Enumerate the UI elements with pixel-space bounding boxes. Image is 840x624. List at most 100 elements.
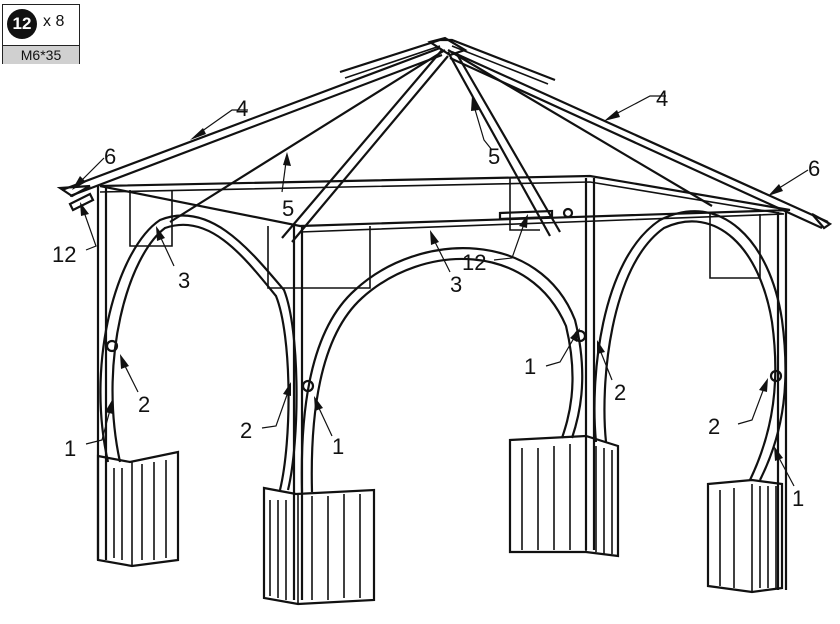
frame-line (545, 337, 575, 367)
part-quantity: x 8 (43, 13, 65, 30)
callout-2-midleft: 2 (240, 382, 291, 443)
callout-2-left: 2 (120, 354, 150, 417)
frame-line (283, 382, 291, 396)
frame-line (344, 45, 549, 85)
callout-1-left: 1 (64, 400, 113, 461)
frame-line (105, 460, 167, 560)
frame-line (599, 349, 613, 381)
frame-line (597, 340, 605, 354)
frame-line (99, 214, 298, 491)
frame-line (123, 363, 139, 393)
gazebo-posts (96, 178, 788, 600)
frame-line (447, 51, 551, 237)
frame-line (72, 176, 86, 190)
frame-line (776, 212, 788, 590)
callout-label: 4 (236, 96, 248, 121)
frame-line (719, 486, 777, 588)
frame-line (430, 230, 439, 245)
frame-line (768, 184, 783, 196)
roof-frame (56, 36, 833, 243)
callout-3-left: 3 (156, 226, 190, 293)
callout-2-midright: 2 (597, 340, 626, 405)
callout-label: 2 (708, 414, 720, 439)
part-spec: M6*35 (3, 45, 79, 64)
frame-line (449, 56, 823, 230)
callout-label: 1 (792, 486, 804, 511)
frame-line (611, 95, 666, 117)
frame-line (473, 105, 493, 151)
callout-4-right: 4 (604, 86, 668, 121)
frame-line (339, 38, 556, 82)
frame-line (509, 178, 540, 231)
callout-label: 5 (488, 144, 500, 169)
callout-label: 3 (178, 268, 190, 293)
frame-line (85, 409, 111, 445)
callout-label: 4 (656, 86, 668, 111)
connector-ring (769, 369, 783, 383)
callout-label: 2 (240, 418, 252, 443)
frame-line (261, 391, 289, 429)
frame-line (447, 49, 713, 207)
callout-1-right: 1 (774, 446, 804, 511)
frame-line (593, 210, 787, 481)
frame-line (99, 181, 785, 233)
callout-label: 1 (332, 434, 344, 459)
callout-12-left: 12 (52, 202, 97, 267)
frame-line (603, 220, 777, 481)
callout-label: 1 (64, 436, 76, 461)
frame-line (759, 378, 768, 392)
frame-line (521, 444, 613, 554)
frame-line (493, 223, 525, 261)
frame-line (300, 247, 584, 493)
frame-line (267, 226, 371, 289)
decorative-arches (99, 210, 787, 493)
frame-line (283, 152, 291, 166)
frame-line (269, 494, 361, 600)
callout-5-center: 5 (471, 96, 500, 169)
callout-label: 3 (450, 272, 462, 297)
frame-line (777, 455, 795, 487)
callout-label: 12 (462, 250, 486, 275)
bolt-nut-icon (562, 207, 574, 219)
frame-line (156, 226, 165, 241)
frame-line (169, 49, 446, 223)
frame-line (451, 50, 829, 224)
frame-line (457, 55, 561, 233)
frame-line (774, 446, 783, 461)
callout-label: 2 (614, 380, 626, 405)
frame-line (105, 400, 113, 414)
frame-line (61, 46, 441, 192)
connector-ring (105, 339, 119, 353)
frame-line (96, 450, 180, 568)
frame-line (120, 354, 129, 369)
hardware-badge-header: 12 x 8 (3, 5, 79, 45)
frame-line (570, 328, 580, 342)
hardware-parts (68, 192, 783, 393)
frame-line (159, 235, 175, 267)
frame-line (79, 157, 105, 183)
frame-line (129, 190, 173, 247)
frame-line (519, 214, 528, 228)
bolt-icon (498, 209, 554, 221)
callout-1-midright: 1 (524, 328, 580, 379)
frame-line (737, 387, 765, 425)
callout-6-right: 6 (768, 156, 820, 196)
part-number-circle: 12 (7, 9, 37, 39)
frame-line (709, 212, 761, 279)
callout-label: 5 (282, 196, 294, 221)
bolt-icon (68, 192, 95, 212)
callout-label: 6 (104, 144, 116, 169)
frame-line (80, 202, 89, 216)
frame-line (433, 239, 451, 273)
frame-line (291, 55, 449, 243)
frame-line (811, 213, 833, 230)
frame-line (471, 96, 479, 111)
planter-boxes (96, 434, 784, 606)
callout-2-right: 2 (708, 378, 768, 439)
callout-label: 6 (808, 156, 820, 181)
frame-line (604, 110, 620, 121)
frame-line (706, 478, 784, 594)
frame-line (262, 486, 376, 606)
frame-line (281, 49, 443, 239)
